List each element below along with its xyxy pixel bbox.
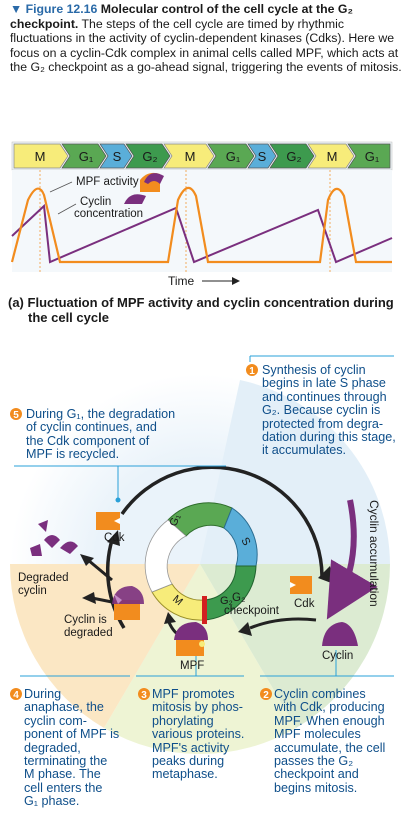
svg-text:M: M [185, 149, 196, 164]
phase-g1-1 [61, 143, 107, 169]
svg-text:4: 4 [13, 690, 19, 701]
figure-caption-body: The steps of the cell cycle are timed by… [10, 16, 402, 75]
svg-text:G₁: G₁ [168, 512, 184, 528]
mpf-activity-label: MPF activity [76, 176, 139, 188]
mpf-label: MPF [180, 660, 205, 672]
cyclin-molecule-label: Cyclin [322, 650, 354, 662]
svg-text:G₁: G₁ [226, 149, 241, 164]
phase-m-3 [307, 143, 355, 169]
svg-text:G₁: G₁ [365, 149, 380, 164]
cell-cycle-wheel: G₁ S G₂ M [144, 502, 258, 624]
time-axis-label: Time [168, 274, 195, 288]
svg-text:1: 1 [249, 366, 255, 377]
cyclin-concentration-line [11, 203, 393, 264]
svg-text:G₂: G₂ [220, 595, 233, 607]
figure-caption: ▼ Figure 12.16 Molecular control of the … [10, 2, 402, 75]
phase-m-2 [163, 143, 215, 169]
step-badges: 1 2 3 4 5 [10, 364, 272, 701]
svg-text:G₂: G₂ [286, 149, 301, 164]
cdk-recycled-label: Cdk [104, 532, 125, 544]
phase-bar: M G₁ S G₂ M G₁ S G₂ M G₁ [11, 141, 393, 171]
cyclin-label-line1: Cyclin [80, 196, 112, 208]
figure-title: Molecular control of the cell cycle at t… [10, 2, 353, 31]
cdk-recycled [96, 512, 120, 530]
g2-checkpoint-marker [202, 596, 207, 624]
cdk-free [290, 576, 312, 594]
svg-text:M: M [35, 149, 46, 164]
svg-text:M: M [327, 149, 338, 164]
phase-g2-1 [125, 143, 171, 169]
svg-text:G₁: G₁ [79, 149, 94, 164]
mpf-complex [174, 622, 208, 656]
svg-text:3: 3 [141, 690, 147, 701]
phase-m-1 [13, 143, 69, 169]
svg-text:S: S [113, 149, 122, 164]
svg-text:5: 5 [13, 410, 19, 421]
mpf-mini-icon [140, 172, 164, 192]
cyclin-mini-icon [124, 194, 146, 204]
phase-s-1 [99, 143, 133, 169]
cyclin-molecule [322, 622, 358, 646]
degraded-cyclin-fragments [30, 520, 78, 556]
svg-text:2: 2 [263, 690, 269, 701]
svg-text:G₂: G₂ [142, 149, 157, 164]
svg-text:S: S [258, 149, 267, 164]
phase-g1-2 [207, 143, 255, 169]
graph-area [12, 170, 392, 272]
mpf-activity-line [10, 186, 392, 264]
cdk-free-label: Cdk [294, 598, 315, 610]
cyclin-accumulation-label: Cyclin accumulation [367, 500, 381, 607]
phase-s-2 [247, 143, 277, 169]
cyclin-degrading-mpf [112, 586, 144, 620]
figure-label: ▼ Figure 12.16 [10, 2, 98, 16]
cyclin-accumulation-arrow [326, 499, 378, 620]
cyclin-label-line2: concentration [74, 208, 144, 220]
phase-g2-2 [269, 143, 315, 169]
part-a-title: (a) Fluctuation of MPF activity and cycl… [8, 295, 394, 325]
phase-g1-3 [347, 143, 391, 169]
cycle-arrow [120, 465, 324, 577]
